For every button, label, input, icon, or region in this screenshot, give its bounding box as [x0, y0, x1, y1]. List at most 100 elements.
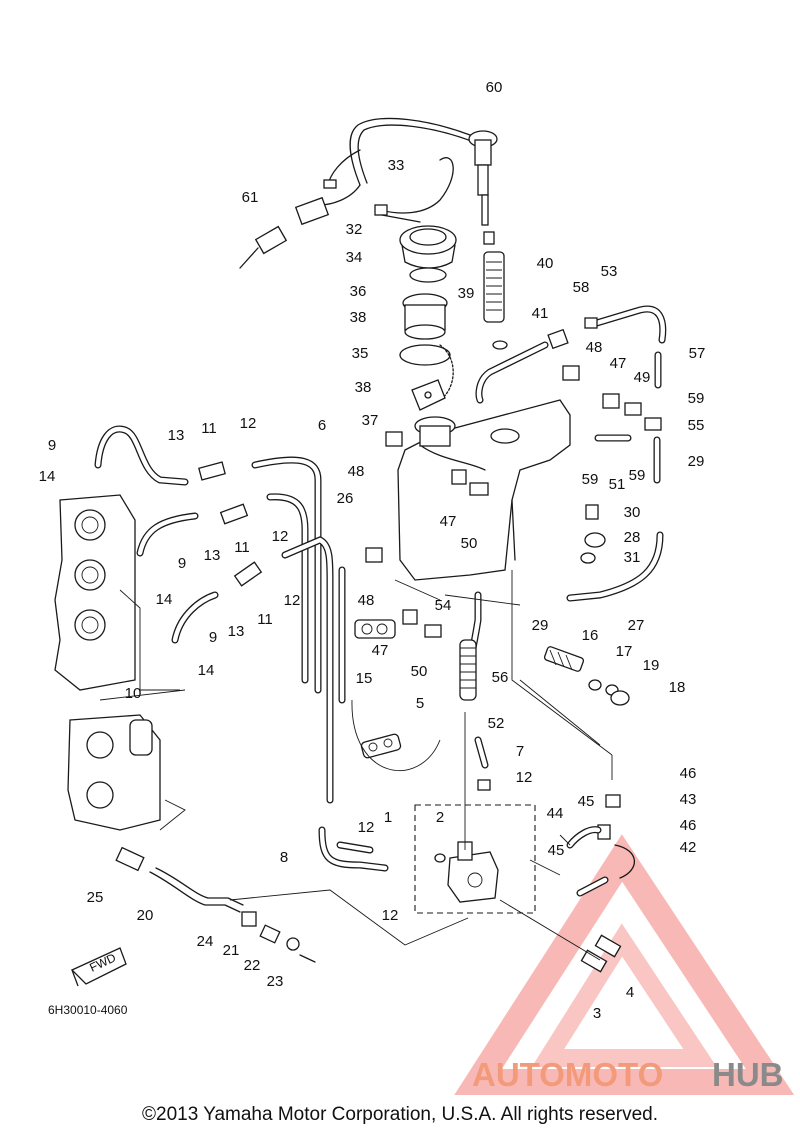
gasket-35 — [399, 344, 451, 366]
callout-12: 12 — [240, 415, 257, 432]
callout-13: 13 — [204, 547, 221, 564]
callout-47: 47 — [610, 355, 627, 372]
callout-44: 44 — [547, 805, 564, 822]
callout-46: 46 — [680, 817, 697, 834]
bolt-50-mid — [469, 482, 489, 496]
fwd-arrow[interactable]: FWD — [70, 947, 127, 987]
callout-47: 47 — [440, 513, 457, 530]
callout-6: 6 — [318, 417, 326, 434]
check-valve-11-b — [219, 503, 249, 525]
callout-49: 49 — [634, 369, 651, 386]
callout-53: 53 — [601, 263, 618, 280]
callout-26: 26 — [337, 490, 354, 507]
callout-29: 29 — [688, 453, 705, 470]
callout-35: 35 — [352, 345, 369, 362]
callout-8: 8 — [280, 849, 288, 866]
callout-9: 9 — [178, 555, 186, 572]
watermark-text-hub: HUB — [712, 1056, 784, 1093]
check-valve-11-a — [198, 461, 226, 481]
filter-hose-56 — [459, 639, 477, 701]
callout-38: 38 — [355, 379, 372, 396]
callout-43: 43 — [680, 791, 697, 808]
callout-40: 40 — [537, 255, 554, 272]
callout-15: 15 — [356, 670, 373, 687]
crankcase-lower — [67, 714, 161, 831]
callout-4: 4 — [626, 984, 634, 1001]
callout-14: 14 — [156, 591, 173, 608]
callout-9: 9 — [48, 437, 56, 454]
callout-30: 30 — [624, 504, 641, 521]
callout-61: 61 — [242, 189, 259, 206]
callout-54: 54 — [435, 597, 452, 614]
oil-pump-assembly — [447, 841, 499, 903]
callout-2: 2 — [436, 809, 444, 826]
callout-57: 57 — [689, 345, 706, 362]
callout-16: 16 — [582, 627, 599, 644]
gasket-34 — [409, 267, 447, 283]
callout-29: 29 — [532, 617, 549, 634]
callout-47: 47 — [372, 642, 389, 659]
bolt-30 — [585, 504, 599, 520]
callout-11: 11 — [234, 539, 250, 556]
bolt-50-low — [424, 624, 442, 638]
nut-31 — [580, 552, 596, 564]
callout-55: 55 — [688, 417, 705, 434]
joint-43 — [605, 794, 621, 808]
callout-19: 19 — [643, 657, 660, 674]
callout-48: 48 — [586, 339, 603, 356]
callout-31: 31 — [624, 549, 641, 566]
callout-58: 58 — [573, 279, 590, 296]
callout-45: 45 — [578, 793, 595, 810]
callout-39: 39 — [458, 285, 475, 302]
callout-13: 13 — [168, 427, 185, 444]
callout-12: 12 — [284, 592, 301, 609]
callout-13: 13 — [228, 623, 245, 640]
bolt-3 — [580, 949, 608, 973]
callout-12: 12 — [516, 769, 533, 786]
joint-55 — [644, 417, 662, 431]
callout-24: 24 — [197, 933, 214, 950]
callout-12: 12 — [358, 819, 375, 836]
callout-36: 36 — [350, 283, 367, 300]
connector-61 — [239, 196, 330, 269]
washer-22 — [286, 937, 300, 951]
hose-holder-15 — [354, 619, 396, 639]
fitting-24 — [241, 911, 257, 927]
callout-17: 17 — [616, 643, 633, 660]
watermark-logo — [454, 834, 795, 1095]
grommet-48-top — [562, 365, 580, 381]
callout-28: 28 — [624, 529, 641, 546]
callout-32: 32 — [346, 221, 363, 238]
oil-level-gauge — [468, 130, 498, 245]
callout-33: 33 — [388, 157, 405, 174]
callout-38: 38 — [350, 309, 367, 326]
union-4 — [594, 934, 622, 958]
fitting-49 — [624, 402, 642, 416]
strainer-40 — [483, 251, 505, 323]
callout-51: 51 — [609, 476, 626, 493]
callout-27: 27 — [628, 617, 645, 634]
intake-manifold — [54, 494, 136, 691]
callout-48: 48 — [348, 463, 365, 480]
diagram-code: 6H30010-4060 — [48, 1003, 128, 1017]
callout-60: 60 — [486, 79, 503, 96]
callout-10: 10 — [125, 685, 142, 702]
grommet-48-low — [365, 547, 383, 563]
callout-34: 34 — [346, 249, 363, 266]
callout-14: 14 — [198, 662, 215, 679]
callout-5: 5 — [416, 695, 424, 712]
fitting-25 — [115, 846, 145, 872]
watermark-text-automoto: AUTOMOTO — [472, 1056, 663, 1093]
fitting-58 — [547, 328, 569, 350]
grommet-47-low — [402, 609, 418, 625]
callout-21: 21 — [223, 942, 240, 959]
callout-18: 18 — [669, 679, 686, 696]
pump-assembly-box — [414, 804, 536, 914]
callout-48: 48 — [358, 592, 375, 609]
callout-7: 7 — [516, 743, 524, 760]
plate-37 — [411, 379, 446, 411]
callout-22: 22 — [244, 957, 261, 974]
callout-14: 14 — [39, 468, 56, 485]
